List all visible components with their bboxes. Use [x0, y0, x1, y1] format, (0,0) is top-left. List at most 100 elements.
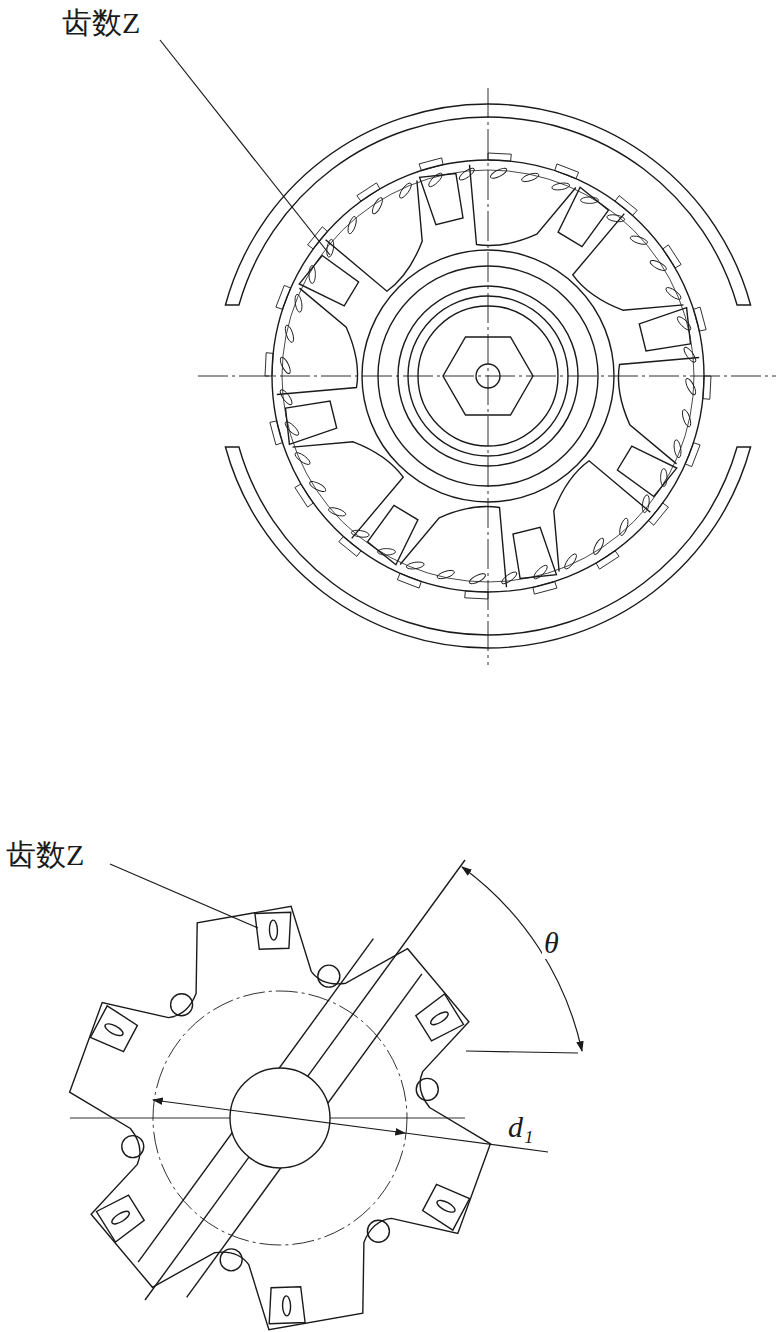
cutting-insert	[397, 573, 421, 588]
angle-dimension	[462, 867, 582, 1051]
insert-screw	[489, 166, 508, 180]
cutter-rim	[282, 170, 694, 582]
clamp-wedge	[617, 446, 676, 496]
bore	[230, 1068, 330, 1168]
chip-pocket	[293, 442, 404, 539]
bolt-hole	[476, 364, 500, 388]
clamp-wedge	[286, 401, 337, 444]
key-slot	[187, 974, 422, 1297]
insert-screw	[427, 171, 444, 188]
clamp-wedge	[558, 187, 608, 246]
insert-screw	[326, 239, 335, 258]
part-label: 齿数Z	[60, 6, 142, 39]
insert-screw	[684, 377, 698, 396]
face-mill-bottom-view	[70, 860, 491, 1330]
cutter-body	[70, 906, 491, 1329]
cutting-insert	[270, 421, 283, 445]
insert-screw	[398, 181, 414, 199]
clamp-wedge	[639, 308, 690, 351]
cutting-insert	[416, 994, 464, 1041]
insert-screw	[629, 234, 648, 246]
hub-circle	[398, 286, 578, 466]
insert-screw	[378, 549, 396, 555]
gullet	[171, 994, 193, 1016]
insert-screw	[328, 506, 347, 518]
clamp-wedge	[299, 256, 358, 306]
hub-circle	[362, 250, 614, 502]
insert-screw	[664, 286, 682, 302]
cutting-insert	[276, 285, 291, 309]
insert-screw	[532, 563, 549, 580]
insert-screw	[618, 517, 630, 536]
insert-screw	[282, 1296, 291, 1316]
clamp-wedge	[368, 505, 418, 564]
insert-screw	[103, 1022, 124, 1038]
insert-screw	[661, 469, 667, 487]
clamp-wedge	[513, 527, 556, 578]
insert-screw	[278, 388, 294, 406]
insert-screw	[581, 197, 599, 203]
key-slot	[138, 939, 373, 1262]
insert-screw	[673, 439, 682, 458]
gullet	[416, 1078, 438, 1100]
insert-screw	[468, 572, 487, 586]
center-line	[198, 376, 776, 377]
insert-screw	[521, 172, 540, 184]
gullet	[367, 1220, 389, 1242]
hub-circle	[408, 296, 568, 456]
insert-screw	[435, 1198, 456, 1214]
insert-screw	[269, 920, 278, 940]
extension-line	[466, 1051, 578, 1053]
insert-screw	[371, 196, 385, 215]
cutting-insert	[533, 581, 557, 594]
cutting-insert	[269, 1287, 305, 1324]
insert-screw	[436, 569, 455, 581]
dimension-lines	[110, 40, 582, 1152]
diameter-dimension	[153, 1100, 405, 1133]
insert-screw	[563, 552, 579, 570]
insert-screw	[308, 480, 327, 494]
cutting-insert	[265, 353, 273, 376]
cutting-insert	[339, 537, 361, 557]
cutter-body	[272, 160, 704, 592]
cutting-insert	[357, 183, 380, 201]
insert-screw	[278, 356, 292, 375]
cutting-insert	[703, 376, 711, 399]
cutting-insert	[685, 443, 700, 467]
insert-screw	[551, 182, 570, 191]
cutting-insert	[423, 1184, 470, 1230]
insert-screw	[294, 294, 303, 313]
cutting-insert	[488, 153, 511, 161]
clamp-wedge	[420, 174, 463, 225]
part-label: 齿数Z	[4, 838, 86, 871]
cutting-insert	[97, 1195, 145, 1242]
gullet	[122, 1136, 144, 1158]
insert-screw	[592, 537, 606, 556]
cutting-insert	[596, 551, 619, 569]
cutting-insert	[419, 158, 443, 171]
hub-circle	[378, 266, 598, 486]
insert-screw	[284, 324, 296, 343]
gullet	[220, 1249, 242, 1271]
insert-screw	[641, 494, 650, 513]
dimension-symbol: d₁	[506, 1110, 535, 1143]
insert-screw	[110, 1209, 131, 1226]
cutting-insert	[90, 1006, 137, 1052]
cutting-insert	[615, 196, 637, 216]
insert-screw	[606, 214, 625, 223]
insert-screw	[500, 570, 518, 586]
insert-screw	[682, 346, 698, 364]
insert-screw	[293, 451, 311, 467]
insert-screw	[458, 166, 476, 182]
cutting-insert	[649, 503, 669, 525]
insert-screw	[675, 315, 692, 332]
insert-screw	[283, 420, 300, 437]
chip-pocket	[554, 461, 651, 572]
insert-screw	[406, 561, 425, 570]
cutting-insert	[255, 912, 291, 949]
insert-screw	[346, 216, 358, 235]
leader-line	[110, 864, 258, 928]
leader-line	[160, 40, 330, 255]
